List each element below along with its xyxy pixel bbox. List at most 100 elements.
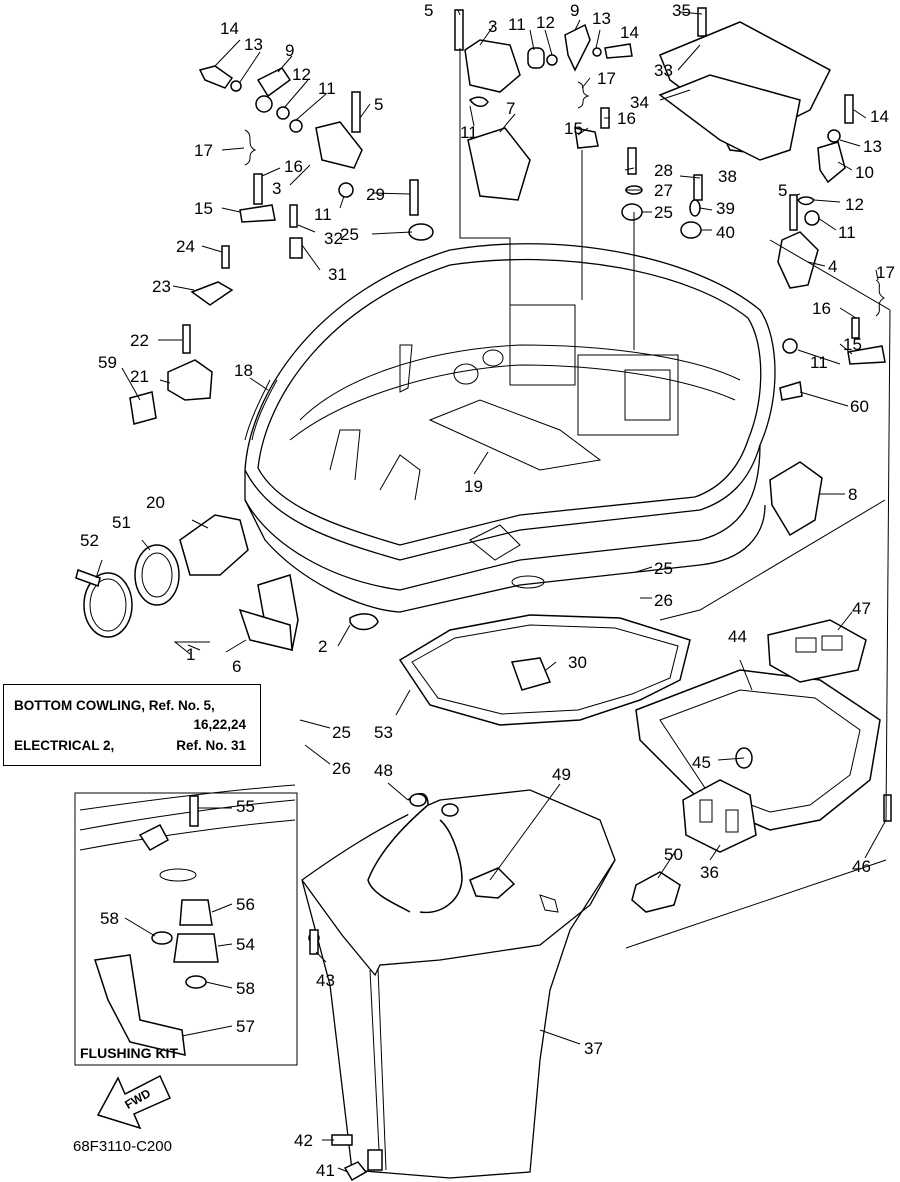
callout-24: 24 <box>176 237 195 256</box>
bracket-23 <box>190 281 234 306</box>
callout-3: 3 <box>488 17 497 36</box>
callout-15c: 15 <box>843 335 862 354</box>
bracket-9-left <box>256 67 292 98</box>
callout-11d: 11 <box>460 123 478 142</box>
callout-58b: 58 <box>236 979 255 998</box>
label-60 <box>779 381 803 401</box>
callout-5: 5 <box>424 1 433 20</box>
upper-right-components <box>658 7 886 537</box>
bracket-7 <box>467 127 531 201</box>
reference-note-line3-left: ELECTRICAL 2, <box>14 738 115 753</box>
callout-4: 4 <box>828 257 837 276</box>
bracket-44 <box>635 669 881 831</box>
leader-lines <box>95 9 891 1173</box>
callout-20: 20 <box>146 493 165 512</box>
callout-49: 49 <box>552 765 571 784</box>
callout-55: 55 <box>236 797 255 816</box>
callout-13c: 13 <box>863 137 882 156</box>
callout-30: 30 <box>568 653 587 672</box>
flushing-kit-inset <box>74 784 298 1066</box>
callout-39: 39 <box>716 199 735 218</box>
callout-23: 23 <box>152 277 171 296</box>
callout-48: 48 <box>374 761 393 780</box>
callout-9: 9 <box>285 41 294 60</box>
callout-6: 6 <box>232 657 241 676</box>
callout-58: 58 <box>100 909 119 928</box>
callout-17: 17 <box>194 141 213 160</box>
callout-36: 36 <box>700 863 719 882</box>
callout-32: 32 <box>324 229 343 248</box>
seal-components <box>398 614 691 726</box>
grommet-50 <box>631 871 681 913</box>
callout-12b: 12 <box>536 13 555 32</box>
callout-26b: 26 <box>332 759 351 778</box>
bracket-9-center <box>564 23 591 72</box>
callout-54: 54 <box>236 935 255 954</box>
callout-1: 1 <box>186 645 195 664</box>
bottom-cowling-tray <box>244 243 776 613</box>
callout-13b: 13 <box>592 9 611 28</box>
bolt-14-left <box>198 65 234 89</box>
callout-31: 31 <box>328 265 347 284</box>
callout-25b: 25 <box>654 203 673 222</box>
gasket-47 <box>767 619 867 683</box>
callout-11b: 11 <box>314 205 332 224</box>
upper-center-components <box>454 9 703 239</box>
callout-51: 51 <box>112 513 131 532</box>
callout-3b: 3 <box>272 179 281 198</box>
callout-44: 44 <box>728 627 747 646</box>
callout-12: 12 <box>292 65 311 84</box>
hose-57 <box>94 954 186 1056</box>
callout-35: 35 <box>672 1 691 20</box>
connector-20 <box>179 514 249 576</box>
callout-12c: 12 <box>845 195 864 214</box>
callout-2: 2 <box>318 637 327 656</box>
callout-34: 34 <box>630 93 649 112</box>
callout-11c: 11 <box>508 15 526 34</box>
callout-43: 43 <box>316 971 335 990</box>
callout-29: 29 <box>366 185 385 204</box>
callout-14c: 14 <box>870 107 889 126</box>
callout-59: 59 <box>98 353 117 372</box>
callout-numbers: 1 2 3 3 4 5 5 5 6 7 8 9 9 10 11 11 11 11… <box>80 1 895 1180</box>
plate-34 <box>658 74 801 161</box>
holder-3-center <box>464 39 521 93</box>
callout-25c: 25 <box>654 559 673 578</box>
callout-40: 40 <box>716 223 735 242</box>
callout-42: 42 <box>294 1131 313 1150</box>
holder-3-left <box>315 121 363 169</box>
callout-37: 37 <box>584 1039 603 1058</box>
fwd-arrow <box>96 1074 171 1130</box>
callout-46: 46 <box>852 857 871 876</box>
holder-4 <box>777 231 819 289</box>
diagram-code: 68F3110-C200 <box>73 1138 172 1155</box>
callout-16b: 16 <box>617 109 636 128</box>
callout-14b: 14 <box>620 23 639 42</box>
callout-33: 33 <box>654 61 673 80</box>
callout-16c: 16 <box>812 299 831 318</box>
callout-50: 50 <box>664 845 683 864</box>
callout-5c: 5 <box>778 181 787 200</box>
grommet-30 <box>510 657 552 691</box>
callout-22: 22 <box>130 331 149 350</box>
grommet-49 <box>469 867 516 899</box>
cap-48 <box>409 793 427 807</box>
callout-45: 45 <box>692 753 711 772</box>
callout-52: 52 <box>80 531 99 550</box>
callout-7: 7 <box>506 99 515 118</box>
callout-18: 18 <box>234 361 253 380</box>
callout-56: 56 <box>236 895 255 914</box>
reference-note-box: BOTTOM COWLING, Ref. No. 5, 16,22,24 ELE… <box>3 684 261 766</box>
grommet-21 <box>167 359 213 401</box>
callout-38: 38 <box>718 167 737 186</box>
callout-21: 21 <box>130 367 149 386</box>
callout-8: 8 <box>848 485 857 504</box>
grommet-2 <box>349 613 379 631</box>
callout-11e: 11 <box>838 223 856 242</box>
callout-10: 10 <box>855 163 874 182</box>
bracket-36 <box>682 779 757 853</box>
lower-right-components <box>631 619 892 913</box>
bracket-15-right <box>847 345 886 365</box>
callout-27: 27 <box>654 181 673 200</box>
bracket-6 <box>238 608 293 651</box>
